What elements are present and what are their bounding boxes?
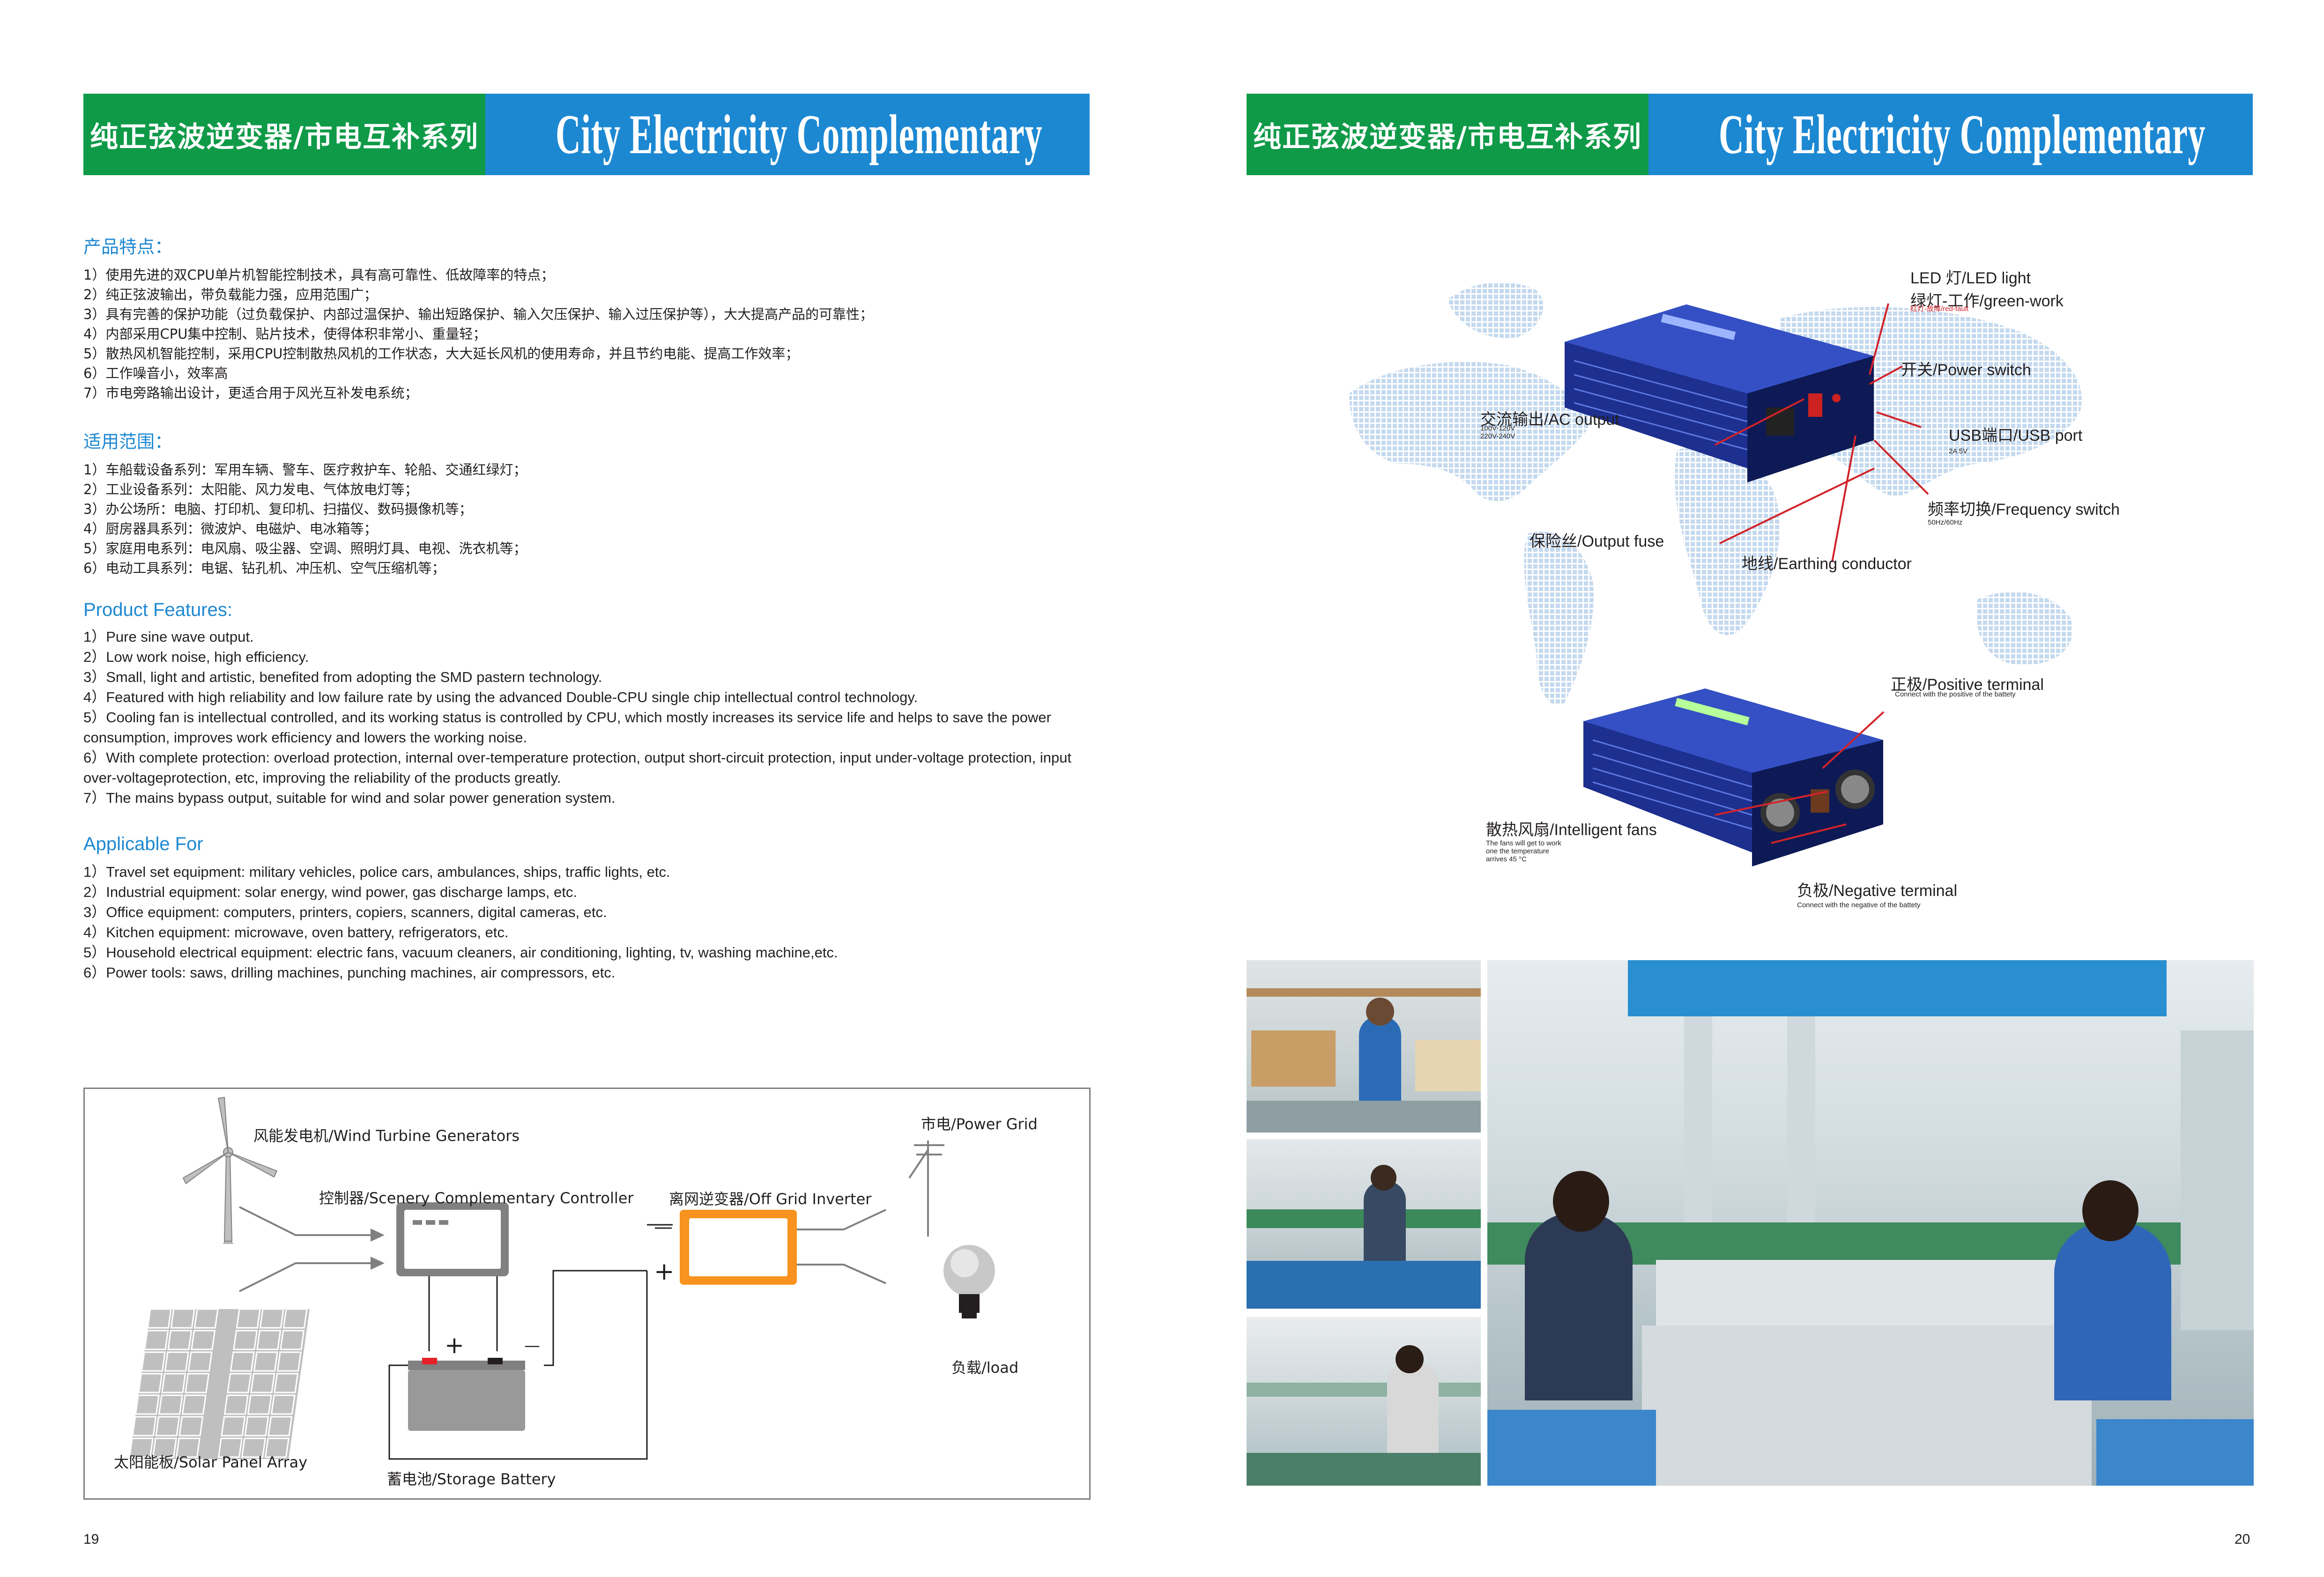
list-item: 7）市电旁路输出设计，更适合用于风光互补发电系统； (83, 385, 418, 401)
list-item: 2）纯正弦波输出，带负载能力强，应用范围广； (83, 287, 378, 303)
battery-icon (408, 1358, 525, 1431)
factory-photo-1 (1247, 960, 1481, 1133)
list-item: 7）The mains bypass output, suitable for … (83, 790, 616, 806)
factory-photo-main (1487, 960, 2254, 1486)
battery-minus: — (524, 1336, 540, 1355)
callout-usb: USB端口/USB port (1949, 427, 2083, 444)
header-en-block: City Electricity Complementary (1648, 94, 2253, 175)
callout-led: LED 灯/LED light (1910, 269, 2031, 287)
callout-ac-v1: 100V-120V (1480, 424, 1515, 432)
apply-cn-list: 1）车船载设备系列：军用车辆、警车、医疗救护车、轮船、交通红绿灯； 2）工业设备… (83, 460, 1091, 578)
right-header-banner: 纯正弦波逆变器/市电互补系列 City Electricity Compleme… (1247, 94, 2253, 175)
solar-label: 太阳能板/Solar Panel Array (114, 1453, 308, 1471)
list-item: 6）电动工具系列：电锯、钻孔机、冲压机、空气压缩机等； (83, 560, 445, 576)
inverter-top-image (1565, 304, 1874, 482)
callout-fuse: 保险丝/Output fuse (1530, 533, 1664, 550)
left-header-banner: 纯正弦波逆变器/市电互补系列 City Electricity Compleme… (83, 94, 1090, 175)
header-cn-title: 纯正弦波逆变器/市电互补系列 (83, 94, 485, 175)
list-item: 1）Travel set equipment: military vehicle… (83, 864, 670, 880)
list-item: 1）使用先进的双CPU单片机智能控制技术，具有高可靠性、低故障率的特点； (83, 267, 555, 283)
features-cn-title: 产品特点： (83, 237, 173, 257)
list-item: 4）Kitchen equipment: microwave, oven bat… (83, 924, 509, 940)
callout-positive: 正极/Positive terminal (1891, 676, 2044, 694)
callout-fans-note3: arrives 45 °C (1486, 855, 1527, 863)
header-en-title: City Electricity Complementary (556, 103, 1043, 165)
minus-sign: — (654, 1216, 673, 1238)
output-lines (797, 1209, 886, 1284)
callout-frequency-spec: 50Hz/60Hz (1928, 518, 1963, 526)
battery-plus: + (445, 1332, 464, 1359)
plus-sign: + (654, 1258, 675, 1286)
page-number-right: 20 (2235, 1532, 2250, 1547)
callout-negative: 负极/Negative terminal (1797, 882, 1958, 900)
callout-switch: 开关/Power switch (1901, 361, 2031, 379)
inverter-box (680, 1210, 797, 1285)
callout-ac-output: 交流输出/AC output (1480, 411, 1619, 429)
callout-ac-v2: 220V-240V (1480, 432, 1515, 440)
list-item: 5）散热风机智能控制，采用CPU控制散热风机的工作状态，大大延长风机的使用寿命，… (83, 346, 799, 362)
solar-panel-icon (128, 1308, 310, 1459)
controller-label: 控制器/Scenery Complementary Controller (319, 1189, 634, 1207)
grid-label: 市电/Power Grid (921, 1115, 1038, 1133)
list-item: 4）厨房器具系列：微波炉、电磁炉、电冰箱等； (83, 521, 378, 537)
wind-label: 风能发电机/Wind Turbine Generators (253, 1127, 520, 1145)
callout-positive-note: Connect with the positive of the battety (1895, 690, 2016, 698)
header-en-title: City Electricity Complementary (1719, 103, 2206, 165)
features-cn-list: 1）使用先进的双CPU单片机智能控制技术，具有高可靠性、低故障率的特点； 2）纯… (83, 265, 1091, 403)
list-item: 4）Featured with high reliability and low… (83, 689, 918, 705)
factory-photo-3 (1247, 1317, 1481, 1486)
list-item: 2）工业设备系列：太阳能、风力发电、气体放电灯等； (83, 481, 418, 497)
callout-red-fault: 红灯-故障/red-fault (1910, 305, 1969, 313)
header-cn-title: 纯正弦波逆变器/市电互补系列 (1247, 94, 1648, 175)
callout-fans-note2: one the temperature (1486, 847, 1550, 855)
list-item: 1）车船载设备系列：军用车辆、警车、医疗救护车、轮船、交通红绿灯； (83, 462, 527, 478)
callout-fans: 散热风扇/Intelligent fans (1486, 821, 1657, 839)
features-en-list: 1）Pure sine wave output. 2）Low work nois… (83, 627, 1091, 808)
list-item: 3）办公场所：电脑、打印机、复印机、扫描仪、数码摄像机等； (83, 501, 473, 517)
light-bulb-icon (943, 1245, 995, 1318)
battery-wires (388, 1270, 648, 1460)
power-grid-icon (908, 1140, 944, 1236)
callout-green-work: 绿灯-工作/green-work (1910, 292, 2064, 310)
list-item: 6）With complete protection: overload pro… (83, 749, 1072, 786)
callout-frequency: 频率切换/Frequency switch (1928, 501, 2120, 518)
system-diagram: 风能发电机/Wind Turbine Generators 控制器/Scener… (83, 1088, 1091, 1500)
apply-en-list: 1）Travel set equipment: military vehicle… (83, 862, 1091, 983)
features-en-title: Product Features: (83, 600, 232, 620)
inverter-bottom-image (1583, 689, 1883, 866)
controller-box (396, 1202, 509, 1276)
list-item: 2）Industrial equipment: solar energy, wi… (83, 884, 577, 900)
list-item: 5）家庭用电系列：电风扇、吸尘器、空调、照明灯具、电视、洗衣机等； (83, 540, 527, 556)
callout-lines (1715, 303, 1929, 844)
apply-cn-title: 适用范围： (83, 431, 173, 452)
list-item: 6）工作噪音小，效率高 (83, 365, 228, 381)
callout-earth: 地线/Earthing conductor (1742, 555, 1912, 573)
apply-en-title: Applicable For (83, 834, 203, 854)
load-label: 负载/load (951, 1359, 1019, 1377)
list-item: 6）Power tools: saws, drilling machines, … (83, 964, 616, 981)
list-item: 2）Low work noise, high efficiency. (83, 649, 309, 665)
inverter-label: 离网逆变器/Off Grid Inverter (669, 1190, 872, 1208)
list-item: 5）Cooling fan is intellectual controlled… (83, 709, 1051, 746)
wind-turbine-icon (182, 1096, 278, 1244)
callout-negative-note: Connect with the negative of the battety (1797, 901, 1921, 909)
page-number-left: 19 (83, 1532, 99, 1547)
list-item: 3）具有完善的保护功能（过负载保护、内部过温保护、输出短路保护、输入欠压保护、输… (83, 306, 873, 322)
list-item: 1）Pure sine wave output. (83, 629, 254, 645)
list-item: 5）Household electrical equipment: electr… (83, 944, 838, 961)
header-en-block: City Electricity Complementary (485, 94, 1090, 175)
battery-label: 蓄电池/Storage Battery (387, 1470, 556, 1488)
list-item: 4）内部采用CPU集中控制、贴片技术，使得体积非常小、重量轻； (83, 326, 487, 342)
callout-fans-note1: The fans will get to work (1486, 839, 1561, 847)
callout-usb-spec: 2A 5V (1949, 447, 1968, 455)
diagram-graphics (128, 1096, 995, 1460)
list-item: 3）Office equipment: computers, printers,… (83, 904, 607, 920)
factory-photo-2 (1247, 1139, 1481, 1309)
input-arrows (239, 1206, 373, 1292)
list-item: 3）Small, light and artistic, benefited f… (83, 669, 602, 685)
